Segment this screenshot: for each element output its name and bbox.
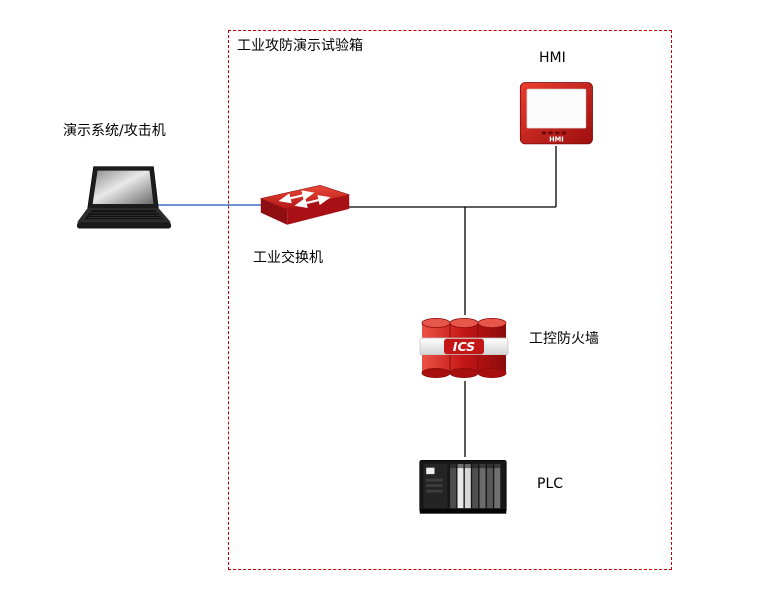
switch-node-label: 工业交换机 xyxy=(253,250,323,266)
testbox-boundary xyxy=(228,30,672,570)
plc-icon xyxy=(417,455,509,519)
plc-node-label: PLC xyxy=(537,476,564,492)
hmi-device-text: HMI xyxy=(549,135,564,143)
laptop-front-edge xyxy=(76,222,172,229)
switch-right-face xyxy=(287,194,350,225)
switch-arrow-2 xyxy=(294,195,331,208)
laptop-icon xyxy=(76,164,174,238)
firewall-node-label: 工控防火墙 xyxy=(529,331,599,347)
firewall-top-row xyxy=(421,318,507,338)
plc-cpu-module xyxy=(423,464,448,509)
firewall-graphic: ICS xyxy=(419,318,509,379)
laptop-graphic xyxy=(76,166,172,229)
plc-base xyxy=(419,509,507,514)
hmi-screen xyxy=(526,88,587,129)
plc-io-cards xyxy=(450,464,501,509)
plc-graphic xyxy=(419,459,507,514)
industrial-switch-icon xyxy=(258,180,352,232)
hmi-graphic: HMI xyxy=(519,82,593,145)
laptop-screen xyxy=(92,170,154,204)
attacker-node-label: 演示系统/攻击机 xyxy=(63,123,166,139)
switch-left-face xyxy=(260,198,288,225)
switch-graphic xyxy=(259,185,351,225)
hmi-buttons xyxy=(541,131,566,135)
firewall-device-text: ICS xyxy=(453,339,475,354)
hmi-node-label: HMI xyxy=(539,50,566,66)
hmi-panel-icon: HMI xyxy=(514,80,598,148)
firewall-bottom-row xyxy=(421,355,507,379)
ics-firewall-icon: ICS xyxy=(419,313,509,383)
testbox-title: 工业攻防演示试验箱 xyxy=(237,38,363,54)
firewall-band: ICS xyxy=(419,337,509,356)
